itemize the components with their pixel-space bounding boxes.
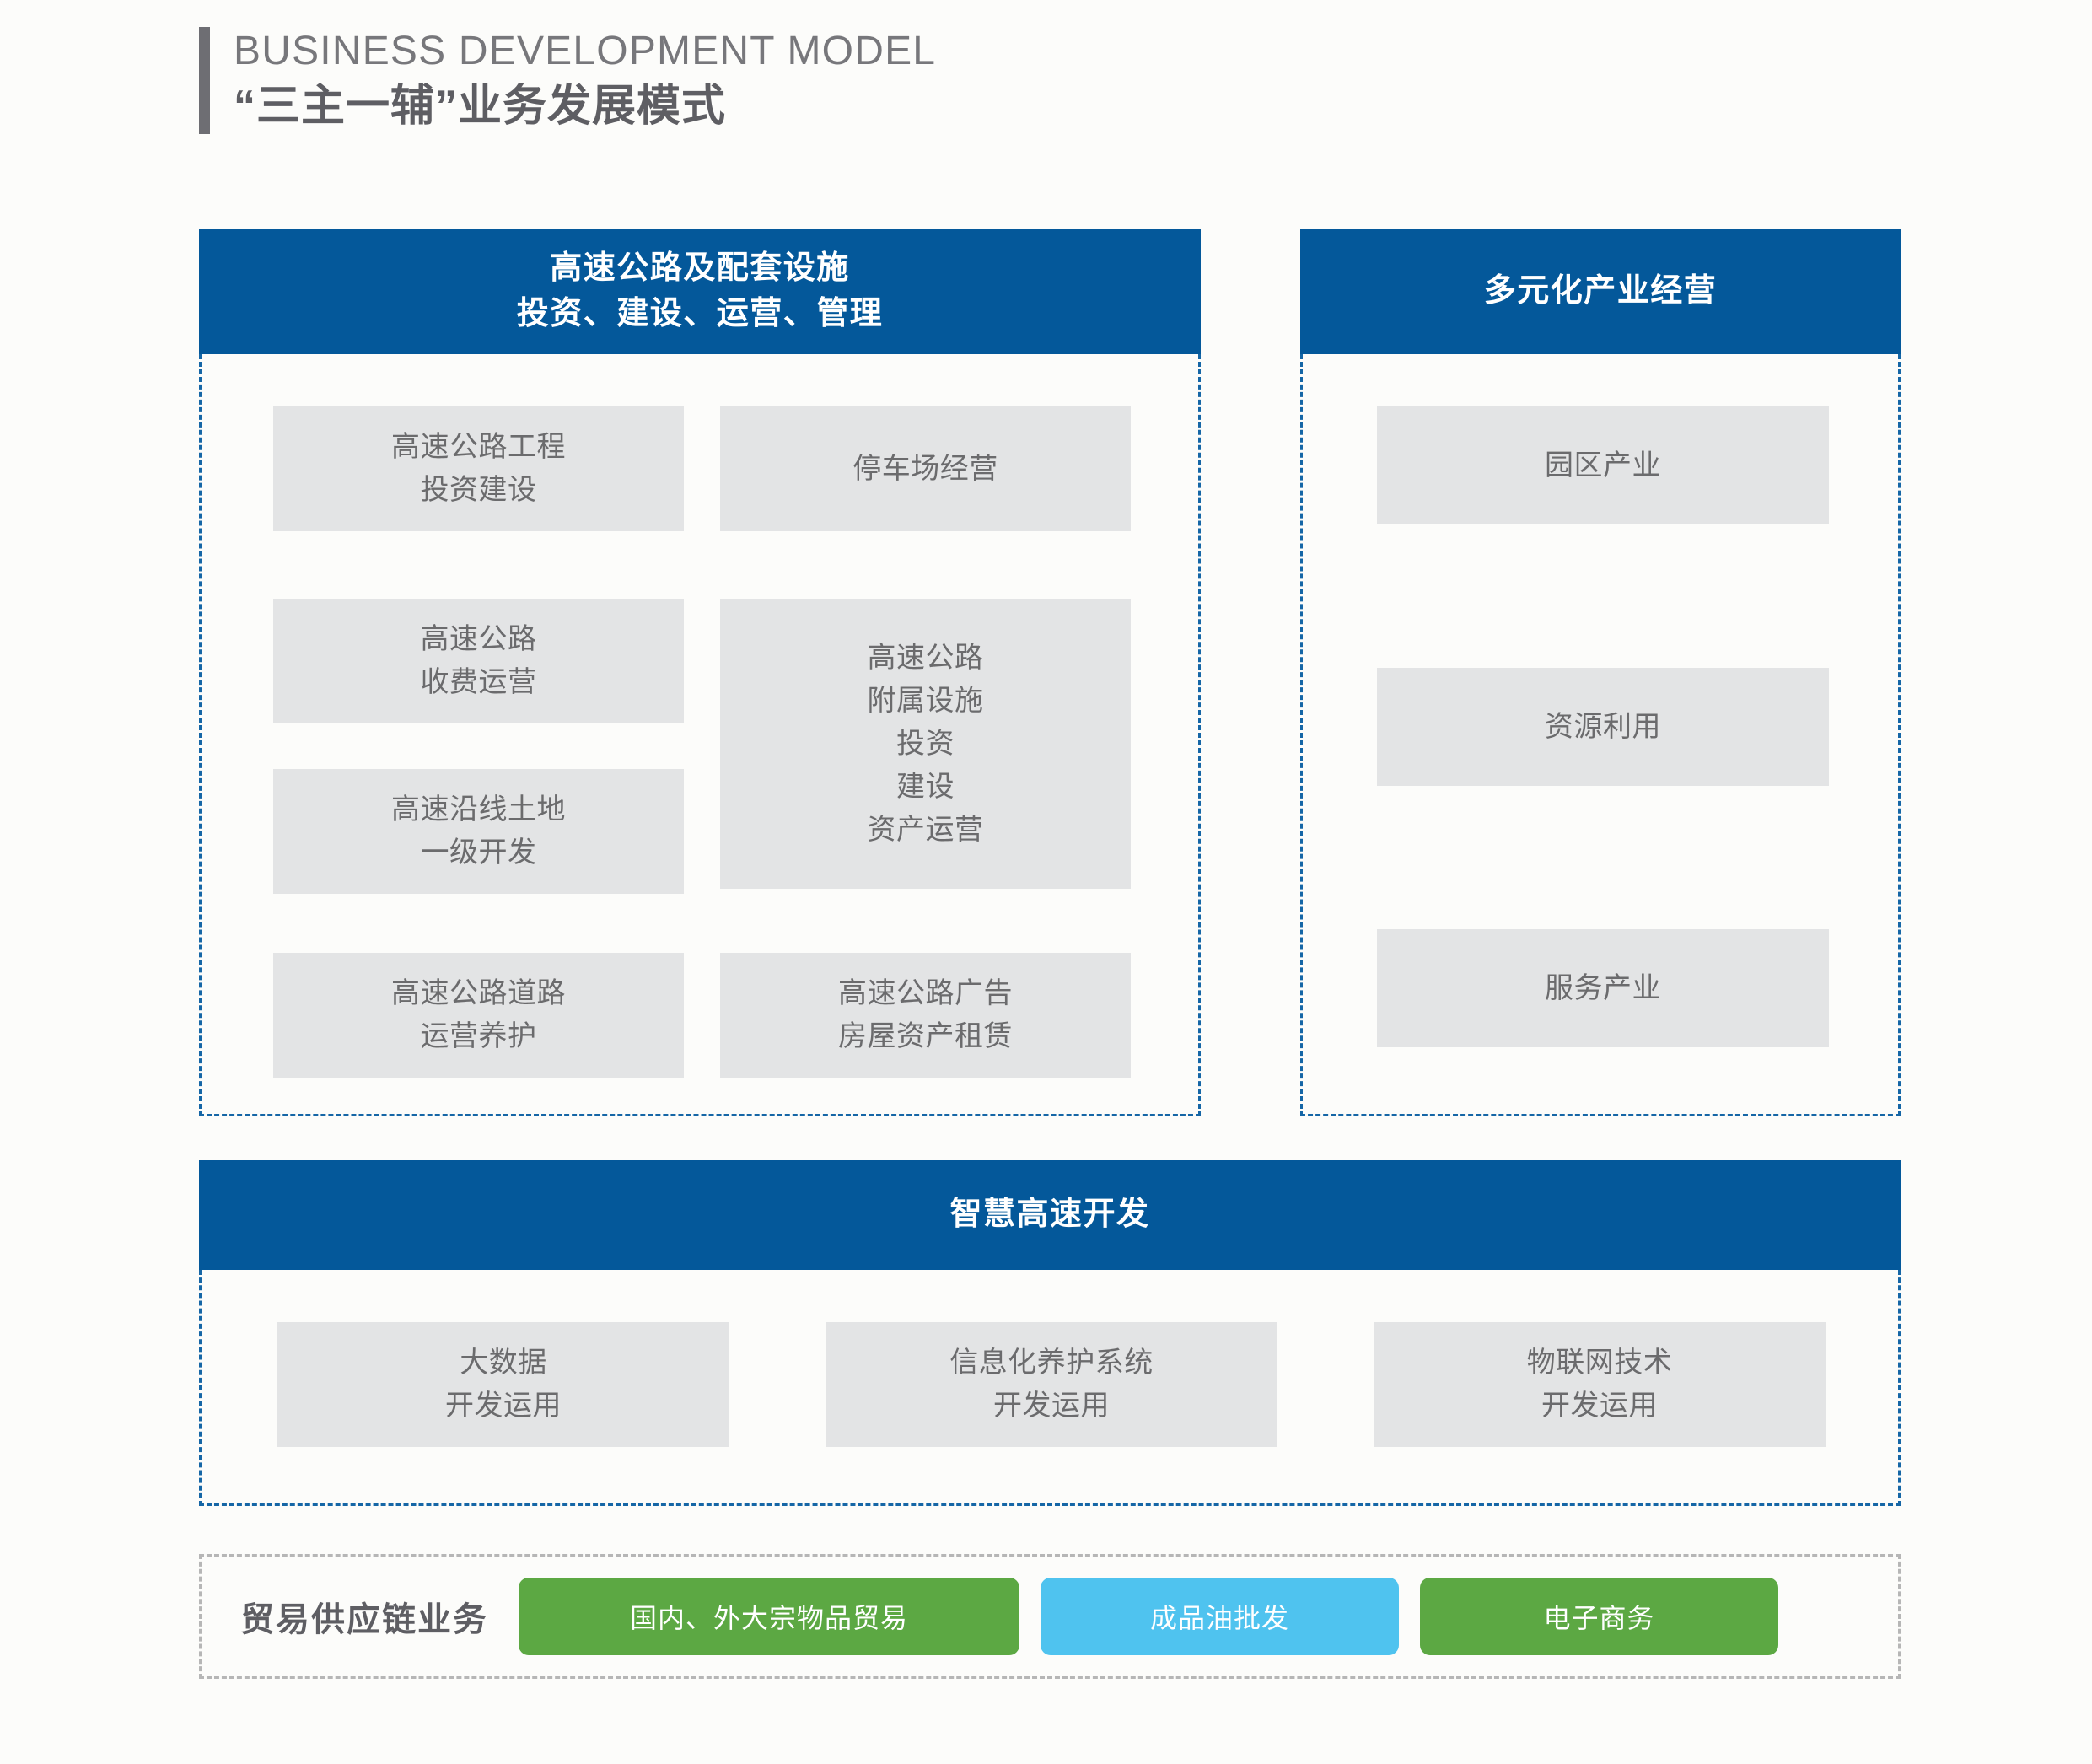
box-line: 一级开发 <box>420 836 537 869</box>
box-big-data-development[interactable]: 大数据 开发运用 <box>277 1322 729 1447</box>
box-line: 开发运用 <box>993 1390 1110 1422</box>
panel-diversified-header-line1: 多元化产业经营 <box>1483 273 1718 309</box>
box-service-industry[interactable]: 服务产业 <box>1377 929 1829 1047</box>
title-block: BUSINESS DEVELOPMENT MODEL “三主一辅”业务发展模式 <box>234 27 936 134</box>
panel-smart-body: 大数据 开发运用 信息化养护系统 开发运用 物联网技术 开发运用 <box>199 1270 1901 1506</box>
box-line: 收费运营 <box>420 666 537 698</box>
box-line: 大数据 <box>460 1347 547 1379</box>
panel-highway-header-line2: 投资、建设、运营、管理 <box>516 296 884 331</box>
box-parking-lot-operation[interactable]: 停车场经营 <box>720 406 1131 531</box>
panel-trade-supply-chain: 贸易供应链业务 国内、外大宗物品贸易 成品油批发 电子商务 <box>199 1554 1901 1679</box>
box-iot-technology-development[interactable]: 物联网技术 开发运用 <box>1374 1322 1826 1447</box>
panel-highway-header: 高速公路及配套设施 投资、建设、运营、管理 <box>199 229 1201 354</box>
box-park-industry[interactable]: 园区产业 <box>1377 406 1829 524</box>
panel-highway-and-facilities: 高速公路及配套设施 投资、建设、运营、管理 高速公路工程 投资建设 停车场经营 … <box>199 229 1201 1116</box>
box-line: 高速沿线土地 <box>391 793 566 826</box>
box-informatized-maintenance-system[interactable]: 信息化养护系统 开发运用 <box>826 1322 1277 1447</box>
panel-highway-body: 高速公路工程 投资建设 停车场经营 高速公路 收费运营 高速公路 附属设施 投资… <box>199 354 1201 1116</box>
box-line: 高速公路 <box>420 623 537 655</box>
pill-bulk-commodity-trade[interactable]: 国内、外大宗物品贸易 <box>519 1578 1019 1655</box>
box-line: 资产运营 <box>867 813 984 846</box>
box-line: 停车场经营 <box>852 452 998 485</box>
box-line: 高速公路广告 <box>838 977 1013 1009</box>
page-title-chinese: “三主一辅”业务发展模式 <box>234 81 727 131</box>
box-line: 高速公路道路 <box>391 977 566 1009</box>
box-line: 高速公路 <box>867 641 984 674</box>
box-roadside-land-development[interactable]: 高速沿线土地 一级开发 <box>273 769 684 894</box>
panel-smart-highway-development: 智慧高速开发 大数据 开发运用 信息化养护系统 开发运用 物联网技术 开发运用 <box>199 1160 1901 1506</box>
box-line: 附属设施 <box>867 684 984 717</box>
panel-smart-header-line1: 智慧高速开发 <box>949 1197 1150 1233</box>
page-title-english: BUSINESS DEVELOPMENT MODEL <box>234 29 937 73</box>
box-line: 开发运用 <box>445 1390 562 1422</box>
box-line: 运营养护 <box>420 1020 537 1052</box>
pill-ecommerce[interactable]: 电子商务 <box>1420 1578 1778 1655</box>
box-line: 园区产业 <box>1545 449 1661 481</box>
panel-highway-header-line1: 高速公路及配套设施 <box>550 250 850 287</box>
box-line: 高速公路工程 <box>391 431 566 463</box>
box-line: 投资 <box>896 727 955 760</box>
panel-diversified-industry: 多元化产业经营 园区产业 资源利用 服务产业 <box>1300 229 1901 1116</box>
panel-smart-header: 智慧高速开发 <box>199 1160 1901 1270</box>
box-line: 物联网技术 <box>1526 1347 1673 1379</box>
box-resource-utilization[interactable]: 资源利用 <box>1377 668 1829 786</box>
box-line: 服务产业 <box>1545 971 1661 1004</box>
panel-diversified-header: 多元化产业经营 <box>1300 229 1901 354</box>
box-highway-toll-operation[interactable]: 高速公路 收费运营 <box>273 599 684 723</box>
page-header: BUSINESS DEVELOPMENT MODEL “三主一辅”业务发展模式 <box>199 27 936 135</box>
box-highway-engineering-investment[interactable]: 高速公路工程 投资建设 <box>273 406 684 531</box>
pill-refined-oil-wholesale[interactable]: 成品油批发 <box>1041 1578 1399 1655</box>
trade-supply-chain-label: 贸易供应链业务 <box>240 1601 488 1638</box>
box-line: 信息化养护系统 <box>949 1347 1154 1379</box>
title-accent-bar <box>199 27 210 135</box>
box-highway-ancillary-facilities[interactable]: 高速公路 附属设施 投资 建设 资产运营 <box>720 599 1131 889</box>
box-line: 房屋资产租赁 <box>838 1020 1013 1052</box>
box-advertising-property-leasing[interactable]: 高速公路广告 房屋资产租赁 <box>720 953 1131 1078</box>
box-line: 开发运用 <box>1541 1390 1658 1422</box>
box-line: 投资建设 <box>420 474 537 506</box>
box-line: 建设 <box>896 770 955 803</box>
panel-diversified-body: 园区产业 资源利用 服务产业 <box>1300 354 1901 1116</box>
box-line: 资源利用 <box>1545 710 1661 743</box>
box-road-operation-maintenance[interactable]: 高速公路道路 运营养护 <box>273 953 684 1078</box>
